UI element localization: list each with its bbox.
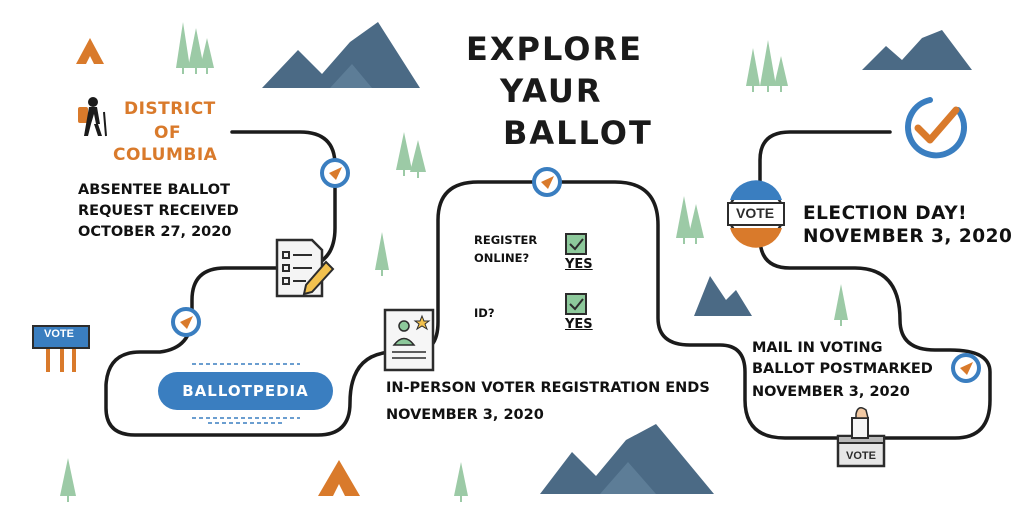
checkbox-checked-icon: [565, 293, 587, 315]
pine-tree-icon: [454, 462, 468, 502]
absentee-date: OCTOBER 27, 2020: [78, 224, 232, 240]
pine-tree-icon: [60, 458, 76, 502]
id-question: ID?: [474, 306, 495, 320]
mountain-icon: [262, 22, 420, 88]
pine-tree-icon: [688, 204, 704, 244]
pine-tree-icon: [188, 28, 204, 74]
checkbox-checked-icon: [565, 233, 587, 255]
pine-tree-icon: [746, 48, 760, 92]
mountain-icon: [862, 30, 972, 70]
ballot-box-icon: [836, 407, 886, 468]
compass-marker-icon: [171, 307, 201, 337]
absentee-label-line2: REQUEST RECEIVED: [78, 203, 239, 219]
mail-in-label-line2: BALLOT POSTMARKED: [752, 361, 933, 377]
compass-marker-icon: [320, 158, 350, 188]
resume-document-icon: [383, 308, 435, 372]
mountain-icon: [694, 276, 752, 316]
location-line2: OF: [154, 123, 182, 143]
tent-icon: [76, 38, 104, 64]
election-day-date: NOVEMBER 3, 2020: [803, 226, 1013, 247]
pine-tree-icon: [200, 38, 214, 74]
register-question-line2: ONLINE?: [474, 251, 530, 265]
vote-box-text: VOTE: [846, 450, 876, 462]
pine-tree-icon: [760, 40, 776, 92]
vote-badge-icon: [727, 180, 785, 248]
vote-badge-text: VOTE: [736, 205, 775, 221]
pine-tree-icon: [176, 22, 190, 74]
vote-sign-text: VOTE: [44, 328, 74, 340]
pine-tree-icon: [676, 196, 692, 244]
hiker-icon: [78, 97, 107, 137]
compass-marker-icon: [951, 353, 981, 383]
location-line3: COLUMBIA: [113, 145, 218, 165]
vote-sign-icon: [32, 325, 90, 372]
pine-tree-icon: [774, 56, 788, 92]
ballotpedia-logo: BALLOTPEDIA: [158, 372, 333, 410]
mountain-icon: [540, 424, 714, 494]
location-line1: DISTRICT: [124, 99, 216, 119]
pine-tree-icon: [396, 132, 412, 176]
pine-tree-icon: [834, 284, 848, 326]
mail-in-date: NOVEMBER 3, 2020: [752, 384, 910, 400]
pine-tree-icon: [375, 232, 389, 276]
in-person-label: IN-PERSON VOTER REGISTRATION ENDS: [386, 380, 710, 396]
compass-marker-icon: [532, 167, 562, 197]
id-answer: YES: [565, 317, 593, 332]
election-day-label: ELECTION DAY!: [803, 203, 968, 224]
register-question-line1: REGISTER: [474, 233, 538, 247]
in-person-date: NOVEMBER 3, 2020: [386, 407, 544, 423]
register-answer: YES: [565, 257, 593, 272]
checklist-pencil-icon: [275, 238, 335, 298]
page-title-line2: YAUR: [500, 72, 603, 110]
tent-icon: [318, 460, 360, 496]
checkmark-circle-icon: [905, 97, 967, 159]
page-title-line1: EXPLORE: [466, 30, 643, 68]
absentee-label-line1: ABSENTEE BALLOT: [78, 182, 230, 198]
pine-tree-icon: [410, 140, 426, 178]
page-title-line3: BALLOT: [503, 114, 653, 152]
mail-in-label-line1: MAIL IN VOTING: [752, 340, 883, 356]
